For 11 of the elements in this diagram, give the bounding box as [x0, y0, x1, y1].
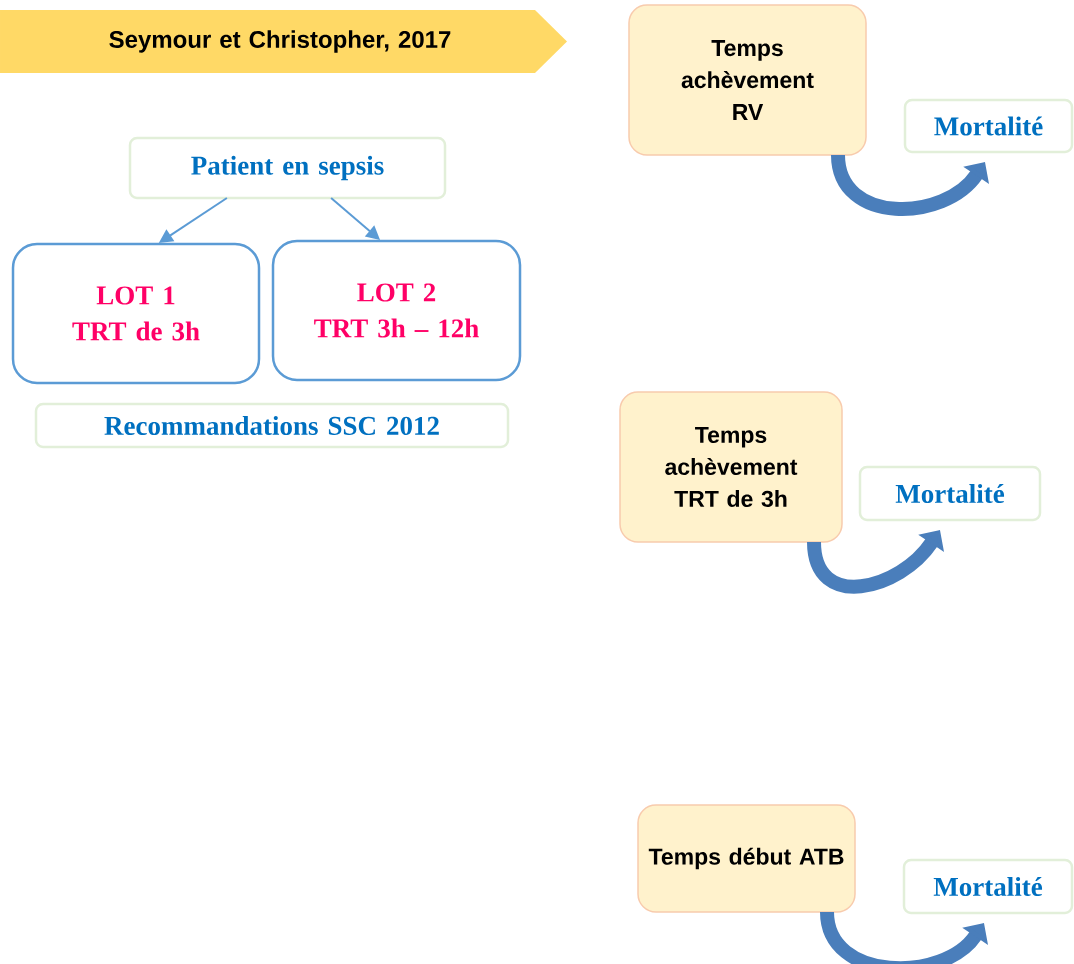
text-box: Recommandations SSC 2012	[34, 402, 510, 449]
factor-box: Temps achèvement RV	[628, 4, 867, 156]
text-box: Mortalité	[902, 858, 1074, 915]
group-box: LOT 1 TRT de 3h	[11, 242, 261, 385]
factor-box: Temps achèvement TRT de 3h	[619, 391, 843, 543]
text-box: Patient en sepsis	[128, 136, 447, 200]
text-box: Mortalité	[858, 465, 1042, 522]
title-banner: Seymour et Christopher, 2017	[0, 10, 567, 73]
group-box: LOT 2 TRT 3h – 12h	[271, 239, 522, 382]
text-box: Mortalité	[903, 98, 1074, 154]
factor-box: Temps début ATB	[637, 804, 856, 913]
